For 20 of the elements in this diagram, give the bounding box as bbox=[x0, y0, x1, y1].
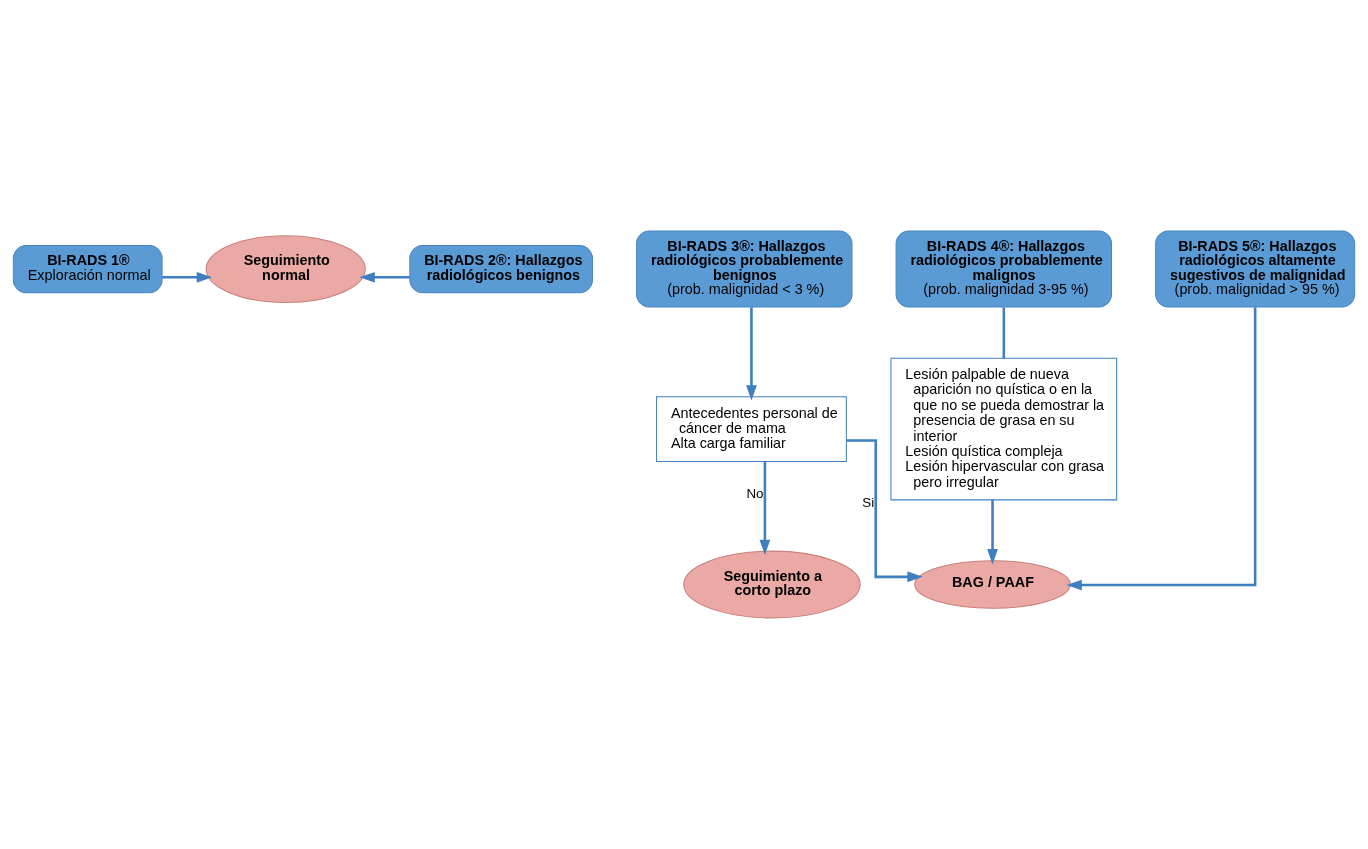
node-box: BI-RADS 3®: Hallazgos radiológicos probablemente benignos (prob. malignidad < 3 %) bbox=[636, 230, 853, 308]
edge-label: Si bbox=[862, 494, 875, 510]
arrow bbox=[846, 439, 923, 583]
node-box: Antecedentes personal de cáncer de mama Alta carga familiar bbox=[656, 396, 847, 462]
node-ellipse: BAG / PAAF bbox=[914, 560, 1071, 609]
node-box: BI-RADS 1® Exploración normal bbox=[12, 244, 163, 294]
connector bbox=[1002, 307, 1006, 359]
arrow bbox=[987, 500, 998, 565]
node-box: BI-RADS 5®: Hallazgos radiológicos altamente sugestivos de malignidad (prob. malignidad > 95 %) bbox=[1155, 230, 1356, 308]
arrow bbox=[759, 461, 771, 556]
node-box: BI-RADS 4®: Hallazgos radiológicos probablemente malignos (prob. malignidad 3-95 %) bbox=[895, 230, 1113, 308]
edge-label: No bbox=[746, 485, 764, 501]
node-ellipse: Seguimiento normal bbox=[205, 235, 366, 303]
node-ellipse: Seguimiento a corto plazo bbox=[683, 550, 861, 619]
node-box: Lesión palpable de nueva aparición no quística o en la que no se pueda demostrar la presencia de grasa en su interior Lesión quística compleja Lesión hipervascular con grasa pero irregular bbox=[890, 357, 1118, 501]
arrow bbox=[746, 307, 757, 401]
node-box: BI-RADS 2®: Hallazgos radiológicos benignos bbox=[409, 244, 593, 294]
arrow bbox=[359, 271, 410, 283]
arrow bbox=[162, 271, 213, 283]
arrow bbox=[1066, 307, 1257, 591]
